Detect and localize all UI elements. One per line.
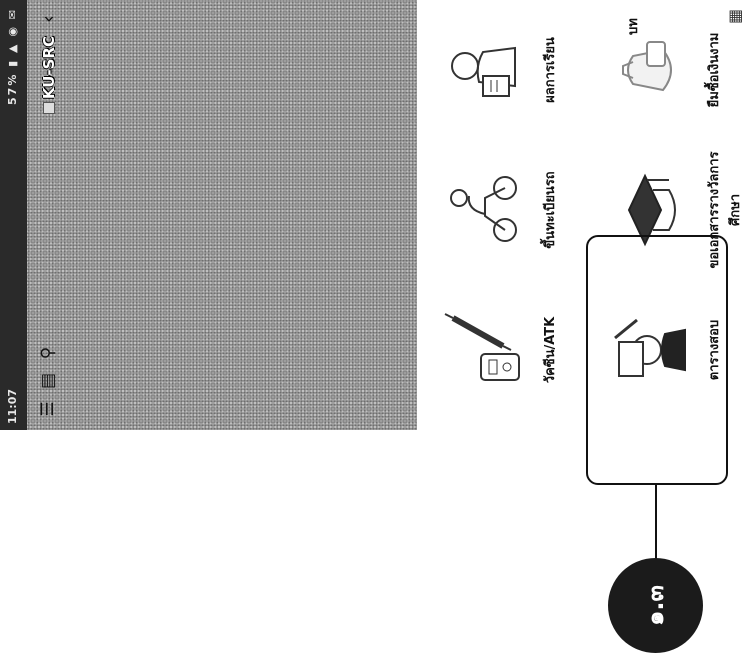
step-badge: ๑.๓ <box>608 558 703 653</box>
menu-tile-grid: ผลการเรียน ขึ้นทะเบียนรถ <box>417 0 749 430</box>
grid-icon[interactable]: ▦ <box>725 8 744 24</box>
graduation-cap-icon <box>627 173 676 247</box>
tile-money-loan[interactable]: ยืมซื้อเงินงาม <box>585 0 743 140</box>
menu-icon[interactable]: ☰ <box>38 401 58 417</box>
status-time: 11:07 <box>6 388 19 424</box>
document-icon[interactable]: ▤ <box>38 372 58 390</box>
exam-schedule-icon <box>614 318 686 377</box>
phone-screen: 11:07 57% ▮ ▲ ◉ ✉ ☰ ▤ ⚲ KU-SRC ‹ <box>0 0 749 430</box>
tile-education-documents[interactable]: ขอเอกสารรางวัลการศึกษา <box>585 140 743 280</box>
tile-exam-schedule[interactable]: ตารางสอบ <box>585 280 743 420</box>
tile-label: ผลการเรียน <box>543 37 558 103</box>
partial-tile-label: บท <box>626 18 641 35</box>
app-logo-icon <box>43 102 55 114</box>
status-indicators: 57% ▮ ▲ ◉ ✉ <box>6 8 19 105</box>
highlight-callout-box <box>586 235 728 485</box>
tile-label: วัคซีน/ATK <box>543 316 558 384</box>
tile-label: ยืมซื้อเงินงาม <box>707 32 722 108</box>
app-header: ☰ ▤ ⚲ KU-SRC ‹ <box>27 0 417 430</box>
app-title: KU-SRC <box>40 36 58 100</box>
vehicle-registration-icon <box>450 176 517 242</box>
search-icon[interactable]: ⚲ <box>38 346 58 360</box>
money-bag-icon <box>622 41 672 92</box>
callout-leader-line <box>655 485 657 560</box>
tile-vaccine-atk[interactable]: วัคซีน/ATK <box>421 280 579 420</box>
back-arrow-icon[interactable]: ‹ <box>36 15 60 23</box>
app-bar: ☰ ▤ ⚲ KU-SRC ‹ <box>27 0 69 430</box>
vaccine-atk-icon <box>444 313 520 381</box>
tile-grades[interactable]: ผลการเรียน <box>421 0 579 140</box>
grades-student-icon <box>451 46 516 97</box>
tile-label: ขึ้นทะเบียนรถ <box>543 171 558 249</box>
tile-vehicle-registration[interactable]: ขึ้นทะเบียนรถ <box>421 140 579 280</box>
status-bar: 11:07 57% ▮ ▲ ◉ ✉ <box>0 0 27 430</box>
